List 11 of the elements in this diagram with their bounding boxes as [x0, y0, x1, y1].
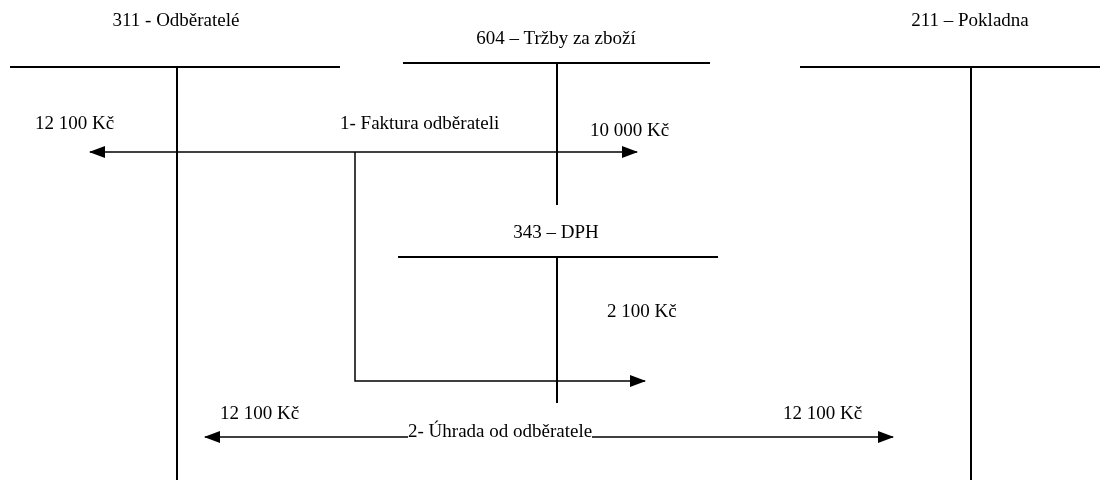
account-title: 211 – Pokladna [911, 8, 1029, 32]
amount-label: 12 100 Kč [220, 401, 300, 425]
amount-label: 12 100 Kč [35, 111, 115, 135]
arrow [354, 151, 646, 387]
amount-label: 10 000 Kč [590, 118, 670, 142]
account-title: 343 – DPH [513, 220, 599, 244]
amount-label: 12 100 Kč [783, 401, 863, 425]
account-title: 604 – Tržby za zboží [476, 26, 636, 50]
arrow [89, 146, 638, 158]
account-title: 311 - Odběratelé [112, 8, 240, 32]
amount-label: 2 100 Kč [607, 299, 677, 323]
